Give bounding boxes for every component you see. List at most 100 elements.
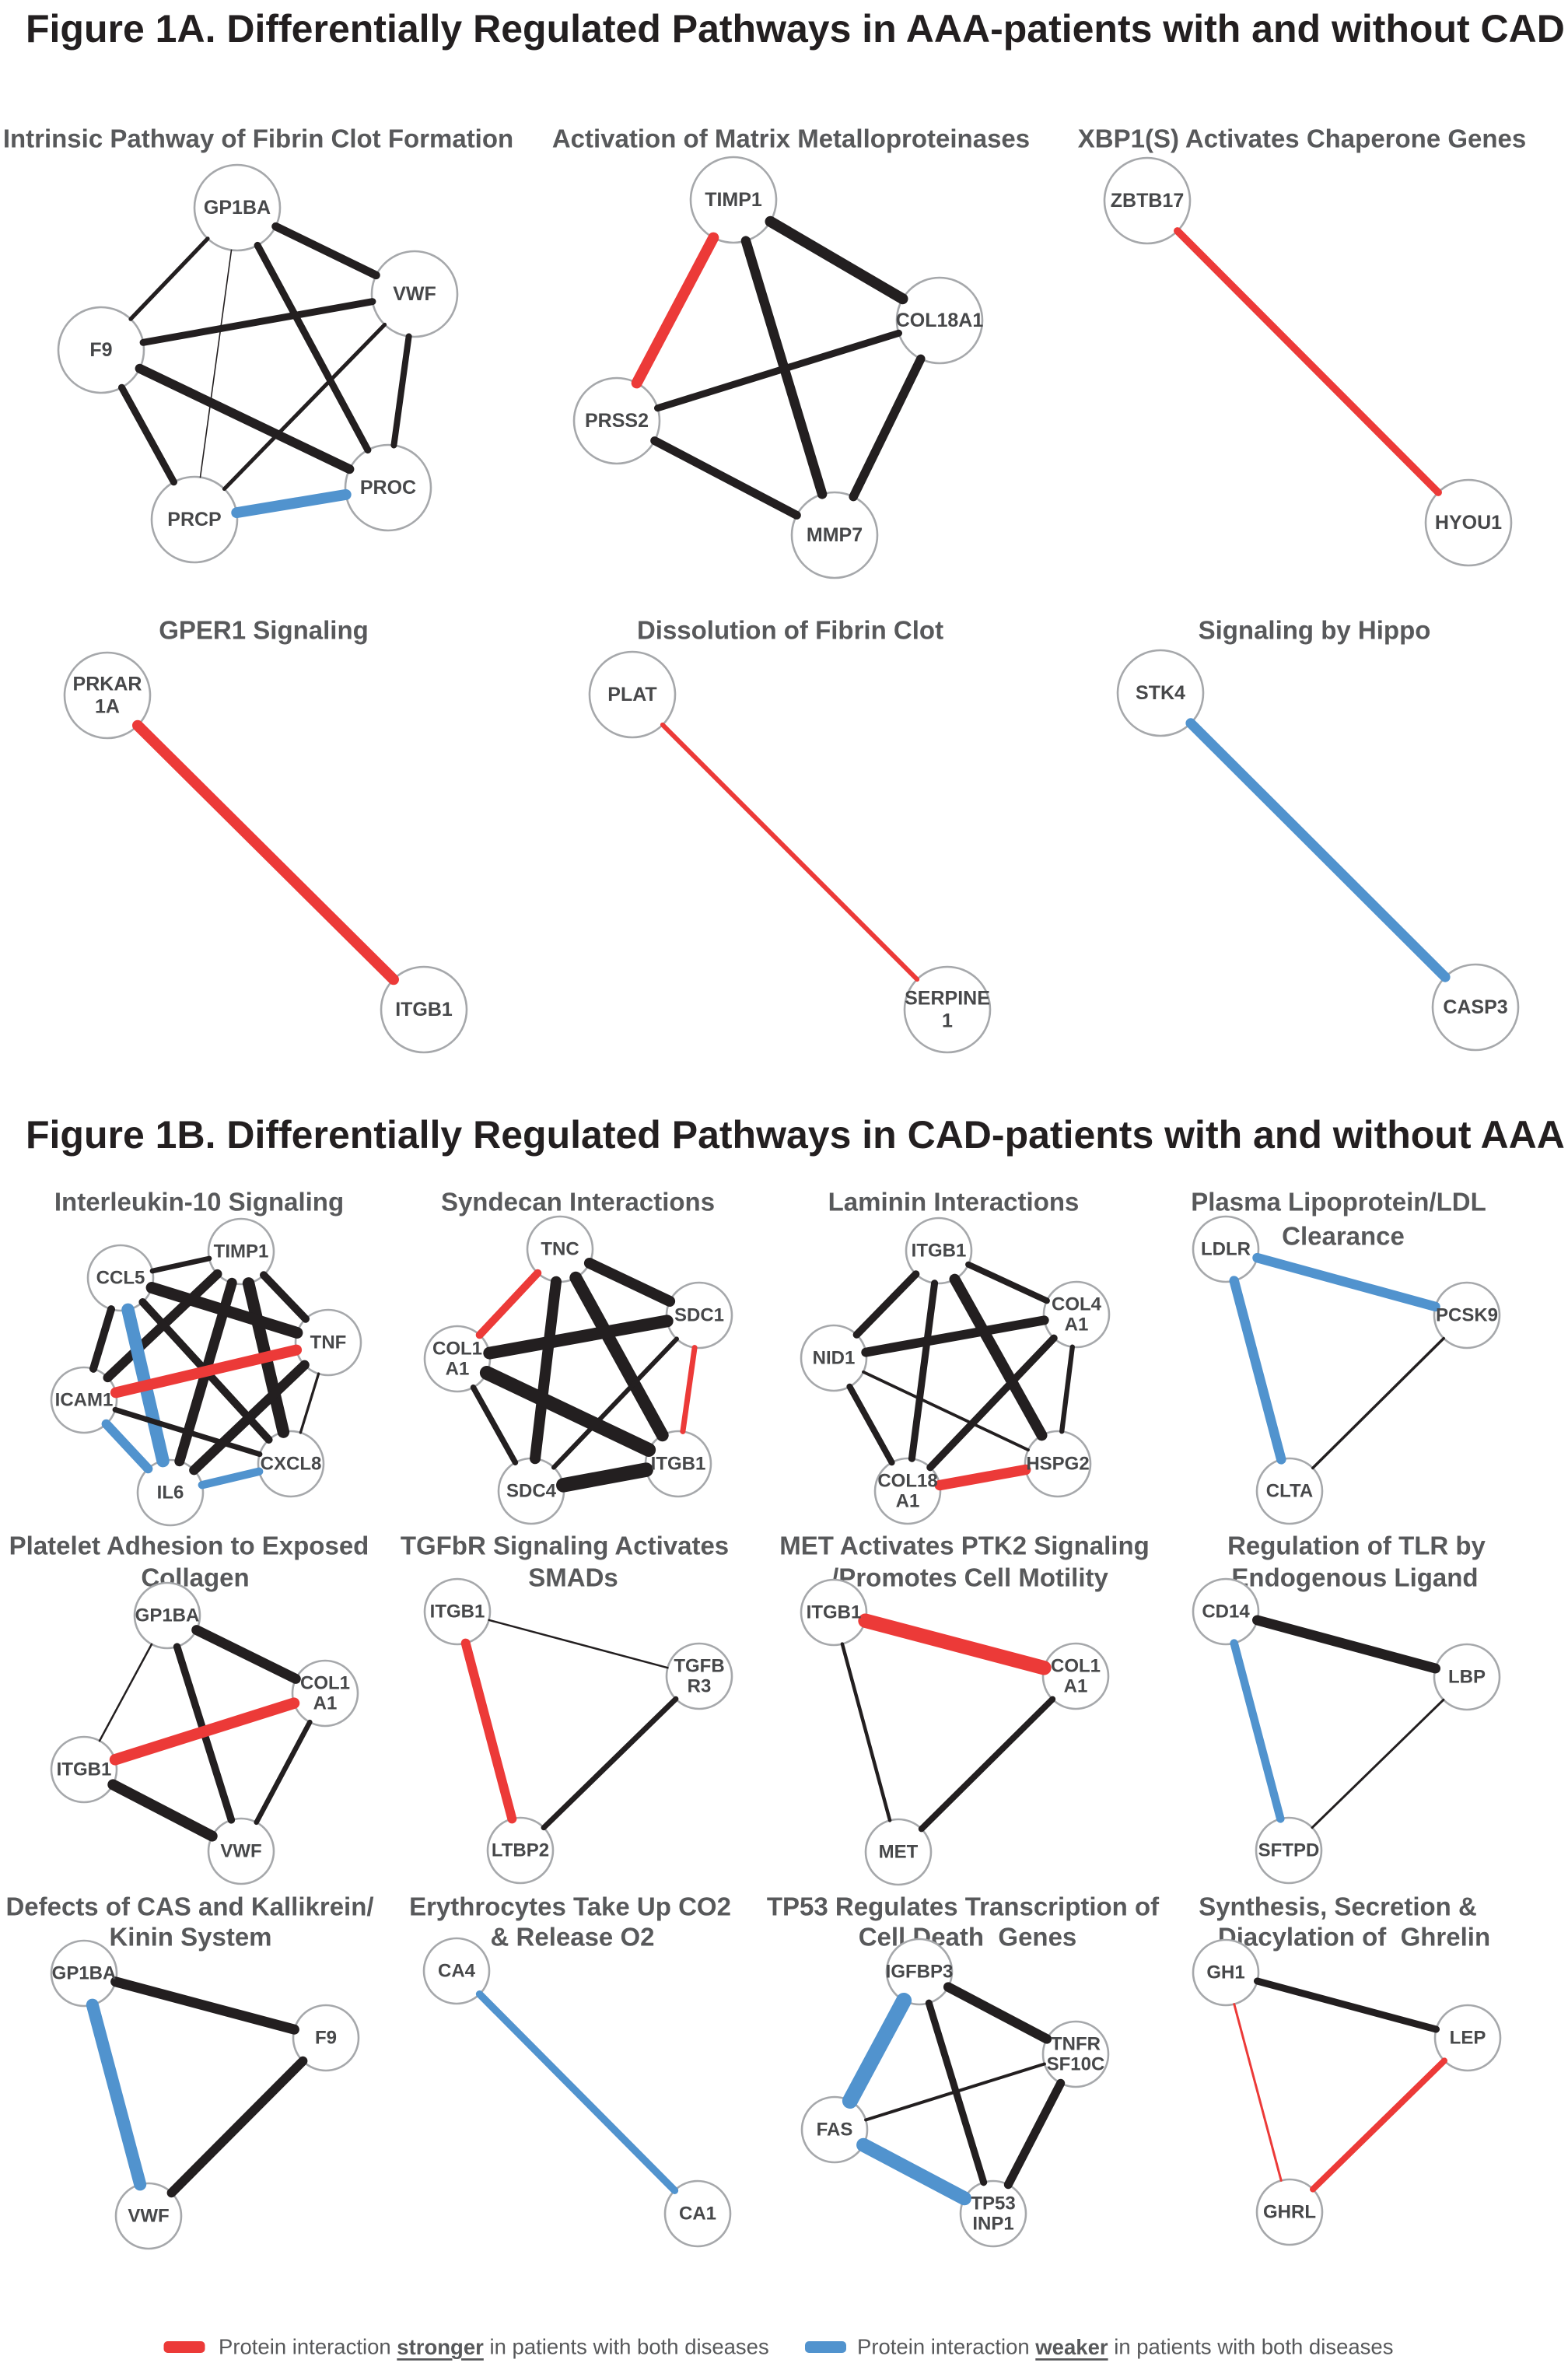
- svg-text:CASP3: CASP3: [1443, 996, 1507, 1018]
- svg-text:GH1: GH1: [1206, 1962, 1244, 1983]
- svg-text:Diacylation of Ghrelin: Diacylation of Ghrelin: [1218, 1923, 1490, 1952]
- svg-text:ZBTB17: ZBTB17: [1111, 190, 1184, 212]
- svg-text:MMP7: MMP7: [807, 524, 863, 546]
- svg-text:LEP: LEP: [1450, 2028, 1486, 2049]
- svg-text:Kinin System: Kinin System: [109, 1923, 271, 1952]
- svg-text:STK4: STK4: [1136, 682, 1185, 704]
- svg-text:CLTA: CLTA: [1266, 1481, 1313, 1502]
- svg-text:Clearance: Clearance: [1282, 1222, 1405, 1251]
- svg-text:TGFbR Signaling Activates: TGFbR Signaling Activates: [401, 1532, 729, 1560]
- svg-text:Figure 1B. Differentially Regu: Figure 1B. Differentially Regulated Path…: [26, 1113, 1565, 1157]
- svg-text:FAS: FAS: [817, 2120, 853, 2141]
- svg-text:Laminin Interactions: Laminin Interactions: [828, 1188, 1080, 1217]
- svg-text:Protein interaction weaker in: Protein interaction weaker in patients w…: [857, 2335, 1393, 2359]
- svg-text:COL1: COL1: [1051, 1656, 1101, 1677]
- svg-text:Figure 1A. Differentially Regu: Figure 1A. Differentially Regulated Path…: [26, 7, 1565, 51]
- svg-text:SDC4: SDC4: [506, 1481, 557, 1502]
- svg-text:/Promotes Cell Motility: /Promotes Cell Motility: [831, 1563, 1108, 1592]
- svg-text:ITGB1: ITGB1: [912, 1241, 967, 1262]
- svg-text:PLAT: PLAT: [607, 684, 656, 705]
- svg-text:TP53 Regulates Transcription o: TP53 Regulates Transcription of: [767, 1892, 1160, 1921]
- svg-text:F9: F9: [315, 2028, 337, 2049]
- svg-text:COL1: COL1: [432, 1339, 482, 1360]
- svg-text:Regulation of TLR by: Regulation of TLR by: [1227, 1532, 1486, 1560]
- svg-text:TNFR: TNFR: [1051, 2034, 1101, 2055]
- svg-text:Platelet Adhesion to Exposed: Platelet Adhesion to Exposed: [9, 1532, 369, 1560]
- svg-text:LDLR: LDLR: [1201, 1239, 1251, 1260]
- svg-text:Synthesis, Secretion &: Synthesis, Secretion &: [1199, 1892, 1477, 1921]
- svg-text:R3: R3: [688, 1676, 712, 1697]
- svg-text:MET: MET: [879, 1842, 919, 1863]
- svg-text:GP1BA: GP1BA: [52, 1963, 117, 1984]
- svg-text:A1: A1: [1064, 1676, 1088, 1697]
- svg-text:PRCP: PRCP: [167, 509, 221, 530]
- svg-text:GHRL: GHRL: [1263, 2202, 1316, 2223]
- svg-text:Endogenous Ligand: Endogenous Ligand: [1231, 1563, 1478, 1592]
- svg-text:CD14: CD14: [1202, 1602, 1250, 1623]
- svg-text:PROC: PROC: [360, 477, 416, 499]
- svg-text:IGFBP3: IGFBP3: [886, 1962, 954, 1983]
- svg-text:A1: A1: [896, 1491, 920, 1512]
- svg-text:LBP: LBP: [1448, 1667, 1486, 1688]
- svg-text:PRKAR: PRKAR: [73, 674, 142, 695]
- svg-text:XBP1(S) Activates Chaperone Ge: XBP1(S) Activates Chaperone Genes: [1078, 124, 1526, 153]
- svg-text:TNC: TNC: [541, 1239, 579, 1260]
- svg-text:ITGB1: ITGB1: [430, 1602, 485, 1623]
- svg-text:Dissolution of Fibrin Clot: Dissolution of Fibrin Clot: [637, 616, 943, 645]
- svg-text:GP1BA: GP1BA: [204, 197, 271, 219]
- svg-text:TNF: TNF: [310, 1332, 347, 1353]
- svg-text:HYOU1: HYOU1: [1435, 512, 1502, 534]
- svg-text:COL4: COL4: [1052, 1294, 1102, 1315]
- svg-text:TIMP1: TIMP1: [705, 189, 762, 211]
- svg-text:CCL5: CCL5: [96, 1268, 145, 1289]
- svg-text:ITGB1: ITGB1: [395, 999, 453, 1020]
- svg-text:HSPG2: HSPG2: [1026, 1454, 1089, 1475]
- svg-text:SF10C: SF10C: [1047, 2054, 1105, 2075]
- svg-text:VWF: VWF: [220, 1841, 261, 1862]
- svg-text:NID1: NID1: [813, 1348, 856, 1369]
- svg-text:& Release O2: & Release O2: [491, 1923, 655, 1952]
- svg-text:A1: A1: [1065, 1315, 1089, 1336]
- svg-text:F9: F9: [89, 339, 112, 361]
- svg-text:PRSS2: PRSS2: [585, 410, 649, 432]
- svg-text:A1: A1: [313, 1693, 338, 1714]
- svg-text:IL6: IL6: [157, 1483, 184, 1504]
- svg-text:SERPINE: SERPINE: [905, 988, 990, 1010]
- svg-text:1: 1: [942, 1010, 953, 1032]
- svg-text:Defects of CAS and Kallikrein/: Defects of CAS and Kallikrein/: [5, 1892, 373, 1921]
- svg-text:A1: A1: [446, 1359, 470, 1380]
- svg-text:TIMP1: TIMP1: [214, 1241, 269, 1262]
- svg-text:SMADs: SMADs: [528, 1563, 618, 1592]
- svg-text:CXCL8: CXCL8: [261, 1454, 322, 1475]
- svg-text:VWF: VWF: [393, 283, 436, 305]
- svg-text:Signaling by Hippo: Signaling by Hippo: [1199, 616, 1431, 645]
- svg-text:MET Activates PTK2 Signaling: MET Activates PTK2 Signaling: [779, 1532, 1150, 1560]
- svg-text:Protein interaction stronger i: Protein interaction stronger in patients…: [219, 2335, 769, 2359]
- svg-text:GPER1 Signaling: GPER1 Signaling: [159, 616, 369, 645]
- svg-text:SDC1: SDC1: [674, 1305, 724, 1326]
- svg-text:TP53: TP53: [971, 2193, 1015, 2214]
- svg-text:COL18A1: COL18A1: [896, 310, 984, 331]
- svg-text:CA1: CA1: [679, 2204, 716, 2225]
- svg-text:Interleukin-10 Signaling: Interleukin-10 Signaling: [54, 1188, 344, 1217]
- svg-text:ITGB1: ITGB1: [57, 1759, 112, 1780]
- svg-text:INP1: INP1: [972, 2214, 1013, 2235]
- svg-text:Plasma Lipoprotein/LDL: Plasma Lipoprotein/LDL: [1191, 1188, 1486, 1217]
- svg-text:GP1BA: GP1BA: [135, 1605, 200, 1626]
- svg-text:ITGB1: ITGB1: [651, 1454, 706, 1475]
- svg-text:1A: 1A: [95, 696, 120, 718]
- svg-text:CA4: CA4: [438, 1961, 476, 1982]
- svg-text:LTBP2: LTBP2: [492, 1840, 549, 1861]
- svg-text:VWF: VWF: [128, 2206, 169, 2227]
- svg-text:Syndecan Interactions: Syndecan Interactions: [441, 1188, 715, 1217]
- svg-text:Cell Death Genes: Cell Death Genes: [859, 1923, 1077, 1952]
- svg-text:Intrinsic Pathway of Fibrin Cl: Intrinsic Pathway of Fibrin Clot Formati…: [3, 124, 513, 153]
- svg-text:COL1: COL1: [300, 1673, 350, 1694]
- svg-text:COL18: COL18: [877, 1471, 937, 1492]
- svg-text:Erythrocytes Take Up CO2: Erythrocytes Take Up CO2: [409, 1892, 731, 1921]
- svg-text:Activation of Matrix Metallopr: Activation of Matrix Metalloproteinases: [552, 124, 1030, 153]
- svg-text:SFTPD: SFTPD: [1258, 1840, 1320, 1861]
- svg-text:ITGB1: ITGB1: [807, 1602, 862, 1623]
- svg-text:ICAM1: ICAM1: [55, 1390, 114, 1411]
- svg-text:TGFB: TGFB: [674, 1656, 724, 1677]
